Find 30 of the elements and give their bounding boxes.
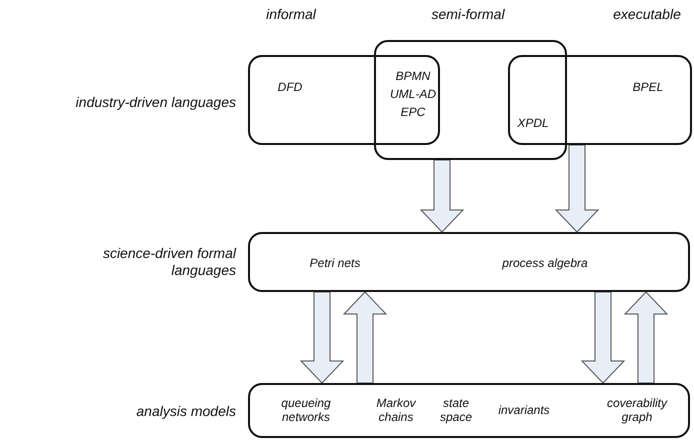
item-label: DFD bbox=[276, 80, 304, 94]
item-label: EPC bbox=[400, 105, 426, 119]
item-label: Petri nets bbox=[308, 256, 362, 270]
block-arrow bbox=[300, 292, 344, 384]
group-box bbox=[508, 55, 692, 145]
group-box bbox=[248, 232, 690, 292]
item-label: invariants bbox=[497, 403, 551, 417]
item-label: BPEL bbox=[632, 80, 664, 94]
row-heading: industry-driven languages bbox=[76, 94, 236, 111]
item-label: BPMN bbox=[394, 69, 432, 83]
item-label: process algebra bbox=[501, 256, 589, 270]
block-arrow bbox=[342, 291, 388, 384]
block-arrow bbox=[420, 160, 464, 233]
row-heading: science-driven formal languages bbox=[102, 245, 236, 279]
item-label: Markov chains bbox=[375, 396, 417, 424]
item-label: coverability graph bbox=[606, 396, 668, 424]
column-heading: semi-formal bbox=[431, 6, 505, 23]
item-label: queueing networks bbox=[280, 396, 332, 424]
item-label: XPDL bbox=[516, 116, 550, 130]
column-heading: informal bbox=[266, 6, 316, 23]
category-box bbox=[374, 40, 567, 160]
block-arrow bbox=[580, 292, 626, 384]
block-arrow bbox=[554, 144, 600, 233]
group-box bbox=[248, 383, 690, 438]
item-label: UML-AD bbox=[388, 87, 437, 101]
item-label: state space bbox=[438, 396, 474, 424]
row-heading: analysis models bbox=[135, 402, 236, 420]
column-heading: executable bbox=[613, 6, 681, 23]
block-arrow bbox=[624, 291, 668, 384]
group-box bbox=[248, 55, 440, 145]
